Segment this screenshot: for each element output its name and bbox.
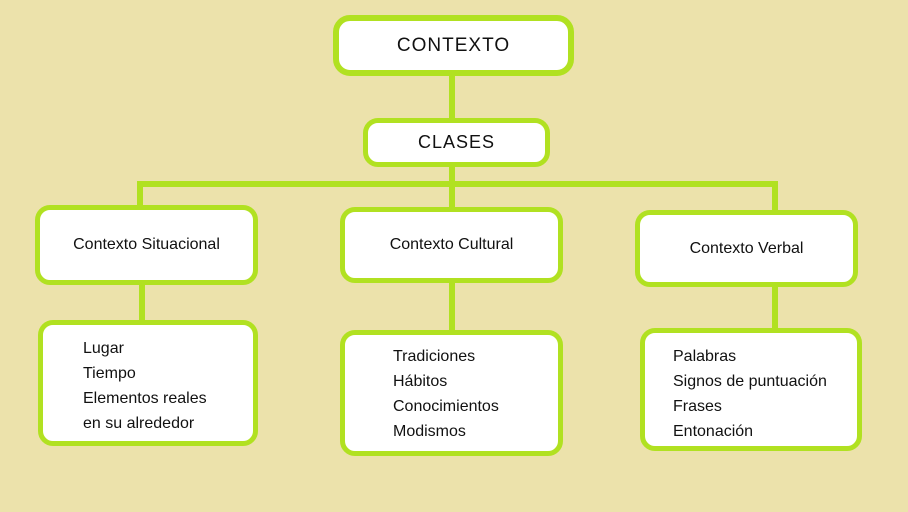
list-item: Signos de puntuación	[673, 373, 827, 390]
list-item: Tradiciones	[393, 348, 476, 365]
list-item: Frases	[673, 398, 722, 415]
connector-bus-to-situacional	[137, 181, 143, 209]
list-item: Tiempo	[83, 365, 136, 382]
root-node-label: CONTEXTO	[396, 34, 511, 56]
connector-horizontal-bus	[137, 181, 778, 187]
list-item: Elementos reales	[83, 390, 207, 407]
connector-situacional-to-items	[139, 281, 145, 324]
connector-bus-to-verbal	[772, 181, 778, 214]
list-item: Conocimientos	[393, 398, 499, 415]
list-item: Palabras	[673, 348, 737, 365]
clases-node: CLASES	[363, 118, 550, 167]
branch-node-label: Contexto Cultural	[389, 236, 514, 253]
leaf-node-verbal-items: Palabras Signos de puntuación Frases Ent…	[640, 328, 862, 451]
leaf-node-situacional-items: Lugar Tiempo Elementos reales en su alre…	[38, 320, 258, 446]
list-item: Hábitos	[393, 373, 448, 390]
connector-clases-to-bus	[449, 164, 455, 211]
root-node-contexto: CONTEXTO	[333, 15, 574, 76]
list-item: Entonación	[673, 423, 754, 440]
branch-node-situacional: Contexto Situacional	[35, 205, 258, 285]
branch-node-cultural: Contexto Cultural	[340, 207, 563, 283]
branch-node-label: Contexto Situacional	[73, 236, 220, 253]
connector-cultural-to-items	[449, 280, 455, 334]
clases-node-label: CLASES	[417, 132, 496, 152]
list-item: en su alrededor	[83, 415, 195, 432]
connector-verbal-to-items	[772, 283, 778, 332]
leaf-node-cultural-items: Tradiciones Hábitos Conocimientos Modism…	[340, 330, 563, 456]
branch-node-label: Contexto Verbal	[689, 239, 804, 257]
list-item: Lugar	[83, 340, 124, 357]
branch-node-verbal: Contexto Verbal	[635, 210, 858, 287]
connector-root-to-clases	[449, 72, 455, 122]
list-item: Modismos	[393, 423, 466, 440]
